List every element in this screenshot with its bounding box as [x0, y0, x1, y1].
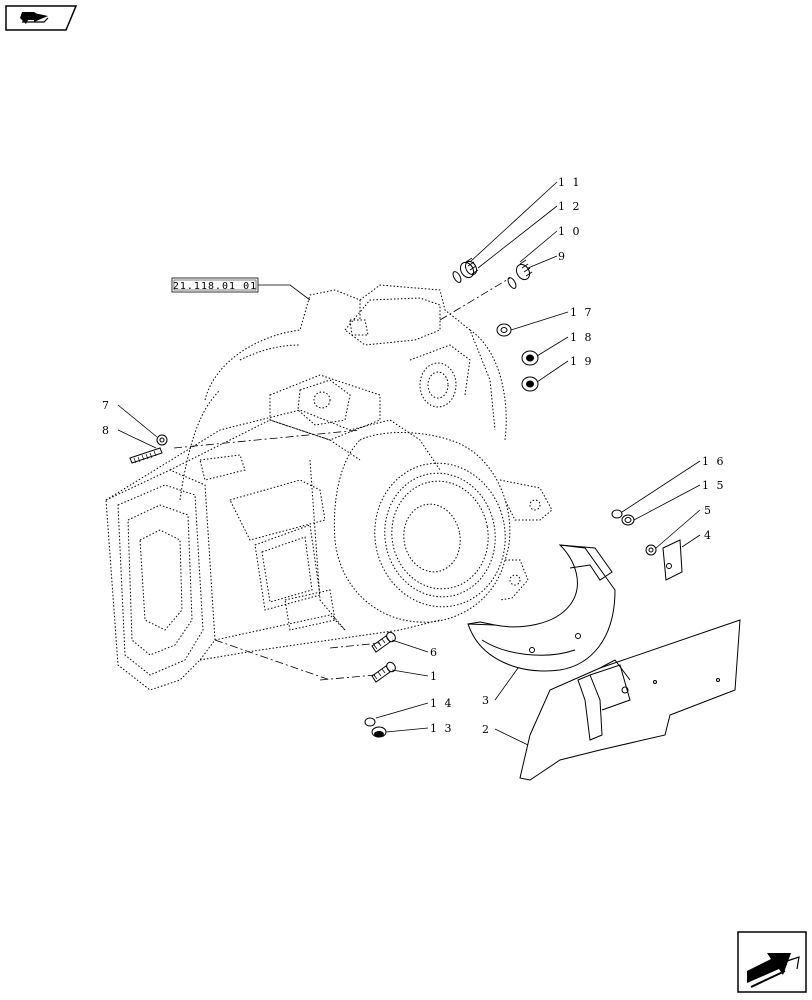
callout-labels: 1 1 1 2 1 0 9 1 7 1 8 1 9 7 8 1 6 1 5 5 … — [102, 176, 726, 736]
callout-12: 1 2 — [558, 200, 582, 213]
parts — [129, 257, 741, 781]
callout-2: 2 — [482, 723, 491, 736]
transmission-housing — [105, 284, 553, 691]
callout-13: 1 3 — [430, 722, 454, 735]
nut-part-5[interactable] — [645, 544, 657, 556]
callout-9: 9 — [558, 250, 567, 263]
o-ring-part-11[interactable] — [451, 270, 462, 283]
callout-14: 1 4 — [430, 697, 454, 710]
callout-10: 1 0 — [558, 225, 582, 238]
plug-part-15[interactable] — [621, 514, 635, 526]
stud-part-8[interactable] — [129, 447, 163, 464]
callout-15: 1 5 — [702, 479, 726, 492]
nut-part-18[interactable] — [521, 350, 539, 366]
washer-part-17[interactable] — [496, 323, 512, 337]
callout-3: 3 — [482, 694, 491, 707]
plate-part-2[interactable] — [519, 619, 741, 781]
callout-18: 1 8 — [570, 331, 594, 344]
o-ring-part-16[interactable] — [611, 509, 623, 519]
callout-11: 1 1 — [558, 176, 582, 189]
callout-5: 5 — [704, 504, 713, 517]
next-page-arrow-icon[interactable] — [737, 931, 807, 993]
nut-part-7[interactable] — [156, 434, 168, 446]
bolt-part-6[interactable] — [371, 631, 397, 653]
callout-6: 6 — [430, 646, 439, 659]
o-ring-part-10[interactable] — [506, 276, 517, 289]
plate-part-4[interactable] — [662, 539, 683, 581]
plug-part-12[interactable] — [458, 257, 479, 280]
book-arrow-icon[interactable] — [4, 4, 78, 32]
callout-19: 1 9 — [570, 355, 594, 368]
leader-lines — [117, 181, 701, 746]
reference-box[interactable]: 21.118.01 01 — [171, 277, 311, 301]
callout-17: 1 7 — [570, 306, 594, 319]
bolt-part-1[interactable] — [371, 661, 397, 683]
guard-part-3[interactable] — [467, 544, 616, 672]
plug-part-9[interactable] — [514, 259, 533, 282]
plug-part-13[interactable] — [371, 726, 387, 738]
nut-part-19[interactable] — [521, 376, 539, 392]
callout-4: 4 — [704, 529, 713, 542]
callout-1: 1 — [430, 670, 439, 683]
reference-box-label: 21.118.01 01 — [173, 281, 257, 292]
callout-16: 1 6 — [702, 455, 726, 468]
callout-8: 8 — [102, 424, 111, 437]
assembly-centerlines — [173, 277, 511, 681]
callout-7: 7 — [102, 399, 111, 412]
o-ring-part-14[interactable] — [364, 717, 376, 727]
